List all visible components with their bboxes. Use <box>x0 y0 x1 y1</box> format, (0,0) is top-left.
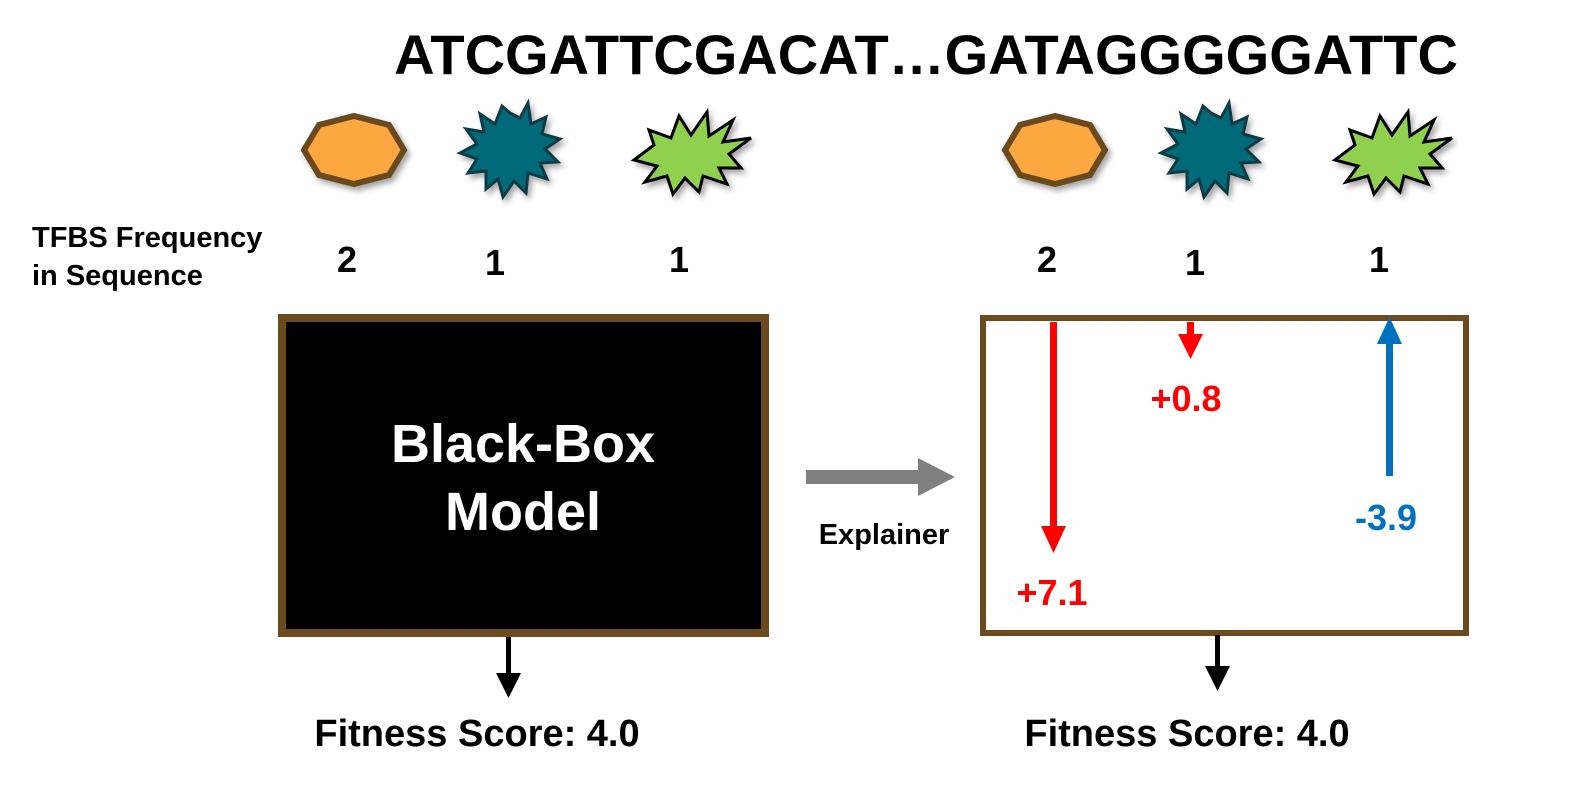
left-output-arrow <box>496 637 521 698</box>
teal-starburst-icon <box>458 101 562 199</box>
orange-octagon-icon <box>304 116 404 184</box>
contribution-arrow-1 <box>1041 322 1066 553</box>
contribution-value-1: +7.1 <box>1016 572 1087 613</box>
left-motif-row <box>304 101 753 199</box>
explainer-arrow <box>806 458 955 496</box>
contribution-value-3: -3.9 <box>1355 497 1417 538</box>
left-fitness-score: Fitness Score: 4.0 <box>314 713 639 755</box>
right-frequency-2: 1 <box>1185 242 1205 283</box>
left-frequency-1: 2 <box>337 239 357 280</box>
right-output-arrow <box>1205 635 1230 691</box>
dna-sequence: ATCGATTCGACAT…GATAGGGGGATTC <box>394 23 1458 86</box>
black-box-title-line-1: Black-Box <box>391 414 655 474</box>
left-frequency-3: 1 <box>669 239 689 280</box>
orange-octagon-icon <box>1005 116 1105 184</box>
frequency-label-line-1: TFBS Frequency <box>32 222 262 254</box>
contribution-arrow-3 <box>1377 317 1402 476</box>
black-box-title-line-2: Model <box>445 482 601 542</box>
left-frequency-2: 1 <box>485 242 505 283</box>
teal-starburst-icon <box>1159 101 1263 199</box>
explainer-box <box>980 315 1469 636</box>
green-starburst-icon <box>632 110 753 196</box>
frequency-label-line-2: in Sequence <box>32 260 203 292</box>
right-motif-row <box>1005 101 1454 199</box>
green-starburst-icon <box>1333 110 1454 196</box>
contribution-value-2: +0.8 <box>1150 378 1221 419</box>
right-fitness-score: Fitness Score: 4.0 <box>1024 713 1349 755</box>
explainer-label: Explainer <box>819 519 950 551</box>
contribution-arrow-2 <box>1178 322 1203 359</box>
right-frequency-3: 1 <box>1369 239 1389 280</box>
black-box-model <box>278 314 769 637</box>
right-frequency-1: 2 <box>1037 239 1057 280</box>
